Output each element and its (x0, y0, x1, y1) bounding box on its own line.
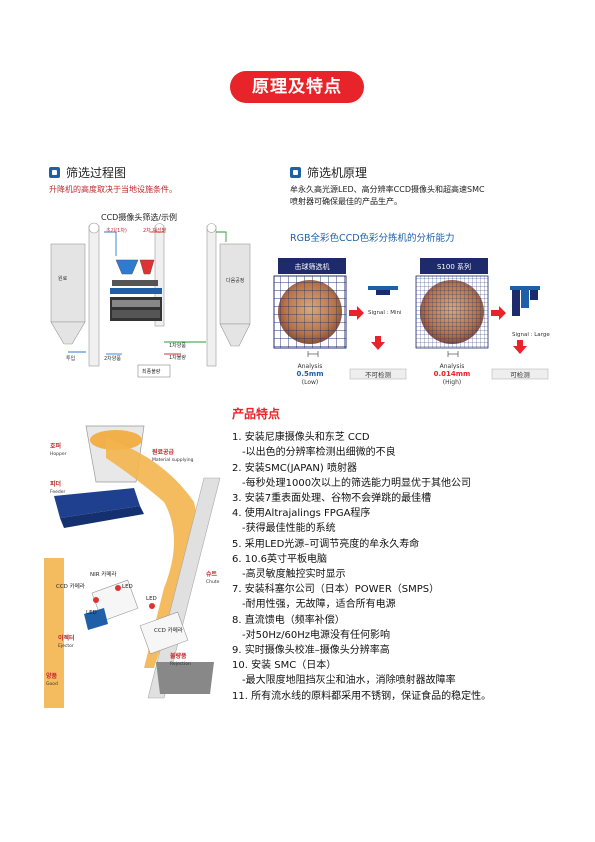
chute-ko-label: 슈트 (206, 570, 218, 578)
left-analysis-value: 0.5mm (297, 370, 324, 378)
raw-silo (50, 243, 86, 323)
feature-item: 11. 所有流水线的原料都采用不锈钢，保证食品的稳定性。 (232, 690, 492, 702)
raw-material-label: 원료 (58, 275, 68, 282)
principle-section-heading: 筛选机原理 (290, 164, 367, 181)
analysis-diagram: 击球筛选机 Signal : Mini Analysis 0.5mm (Low)… (273, 258, 550, 386)
nir-camera-label: NIR 카메라 (90, 570, 117, 578)
feature-item: 3. 安装7重表面处理、谷物不会弹跳的最佳槽 (232, 493, 432, 505)
features-list: 产品特点 1. 安装尼康摄像头和东芝 CCD -以出色的分辨率检测出细微的不良 2.… (232, 407, 582, 704)
s100-label: S100 系列 (437, 262, 471, 271)
principle-desc-2: 喷射器可确保最佳的产品生产。 (290, 197, 402, 206)
first-good-label: 1차양품 (169, 342, 186, 349)
good-en-label: Good (46, 681, 58, 687)
feature-item: 1. 安装尼康摄像头和东芝 CCD (232, 432, 370, 444)
led-label-1: LED (122, 584, 133, 590)
right-analysis-level: (High) (443, 379, 461, 386)
left-analysis-level: (Low) (302, 379, 319, 386)
blue-hopper (115, 259, 139, 275)
first-pass-label: 초기(1차) (106, 227, 127, 234)
classic-sorter-label: 击球筛选机 (295, 262, 330, 271)
hopper-ko-label: 호퍼 (50, 442, 61, 450)
first-reject-label: 1차불량 (169, 354, 186, 361)
diagram-caption: CCD摄像头筛选/示例 (101, 213, 178, 222)
next-silo (219, 243, 251, 325)
feature-subtext: -每秒处理1000次以上的筛选能力明显优于其他公司 (242, 477, 472, 489)
feature-item: 7. 安装科塞尔公司（日本）POWER（SMPS） (232, 584, 440, 596)
second-pass-label: 2차 재선별 (143, 227, 167, 234)
principle-desc-1: 牟永久高光源LED、高分辨率CCD摄像头和超高速SMC (290, 185, 485, 194)
sorter-machine-illustration: 호퍼 Hopper 원료공급 Material supplying 피더 Fee… (44, 425, 221, 708)
final-reject-label: 최종불량 (142, 368, 161, 375)
process-section-heading: 筛选过程图 (49, 164, 126, 181)
led-label-2: LED (86, 610, 97, 616)
principle-heading-text: 筛选机原理 (307, 166, 368, 180)
right-analysis-word: Analysis (440, 363, 465, 370)
red-hopper (139, 259, 155, 275)
ccd-camera-right-label: CCD 카메라 (154, 626, 183, 634)
feature-item: 10. 安装 SMC（日本） (232, 660, 337, 672)
feature-item: 8. 直流馈电（频率补偿） (232, 614, 345, 626)
ejector-shape (84, 608, 108, 630)
feature-subtext: -耐用性强，无故障，适合所有电源 (242, 599, 396, 611)
sorting-process-diagram: 초기(1차) 2차 재선별 원료 다음공정 투입 2차양품 1차양품 1차불량 … (50, 222, 251, 378)
hopper-en-label: Hopper (50, 451, 67, 457)
good-ko-label: 양품 (46, 672, 58, 680)
feature-subtext: -高灵敏度触控实时显示 (242, 569, 346, 581)
final-reject-box (137, 364, 171, 378)
feature-item: 9. 实时摄像头校准–摄像头分辨率高 (232, 645, 390, 657)
feeder-en-label: Feeder (50, 489, 66, 495)
input-label: 투입 (66, 355, 75, 362)
feature-item: 5. 采用LED光源–可调节亮度的牟永久寿命 (232, 538, 420, 550)
feature-item: 4. 使用Altrajalings FPGA程序 (232, 508, 371, 520)
analysis-title: RGB全彩色CCD色彩分拣机的分析能力 (290, 233, 455, 244)
led-label-3: LED (146, 596, 157, 602)
right-result-label: 可检测 (510, 370, 530, 379)
good-grain-column (44, 558, 64, 708)
s100-tag (420, 258, 488, 274)
page-title: 原理及特点 (230, 71, 364, 103)
feature-subtext: -获得最佳性能的系统 (242, 523, 336, 535)
ccd-camera-left-label: CCD 카메라 (56, 582, 85, 590)
elevator-1 (88, 225, 100, 367)
process-heading-text: 筛选过程图 (66, 166, 127, 180)
ejector-en-label: Ejector (58, 643, 74, 649)
left-result-label: 不可检测 (365, 370, 392, 379)
square-bullet-icon (290, 167, 301, 178)
material-en-label: Material supplying (152, 457, 194, 463)
raw-silo-cone (50, 321, 86, 345)
rejection-ko-label: 불량품 (170, 652, 187, 660)
signal-large-label: Signal : Large (512, 332, 550, 338)
right-analysis-value: 0.014mm (434, 370, 471, 378)
feature-subtext: -最大限度地阻挡灰尘和油水，消除喷射器故障率 (242, 675, 456, 687)
elevator-3 (206, 225, 217, 367)
feeder-shape (54, 488, 140, 518)
left-analysis-word: Analysis (298, 363, 323, 370)
feature-subtext: -对50Hz/60Hz电源没有任何影响 (242, 629, 390, 641)
next-process-label: 다음공정 (226, 277, 244, 284)
elevator-note: 升降机的高度取决于当地设施条件。 (49, 185, 177, 194)
features-heading: 产品特点 (232, 407, 281, 421)
feature-item: 6. 10.6英寸平板电脑 (232, 553, 327, 565)
classic-sorter-tag (278, 258, 346, 274)
rejection-en-label: Rejection (170, 661, 191, 667)
feature-item: 2. 安装SMC(JAPAN) 喷射器 (232, 462, 357, 474)
feeder-ko-label: 피더 (50, 480, 61, 488)
material-ko-label: 원료공급 (152, 448, 175, 456)
right-camera-box (139, 611, 189, 655)
signal-mini-label: Signal : Mini (368, 310, 402, 316)
grain-stream (106, 438, 198, 668)
square-bullet-icon (49, 167, 60, 178)
rejection-bin (156, 662, 214, 694)
feature-subtext: -以出色的分辨率检测出细微的不良 (242, 447, 396, 459)
ejector-ko-label: 이젝터 (58, 634, 75, 642)
chute-en-label: Chute (206, 579, 220, 585)
second-good-label: 2차양품 (104, 355, 121, 362)
